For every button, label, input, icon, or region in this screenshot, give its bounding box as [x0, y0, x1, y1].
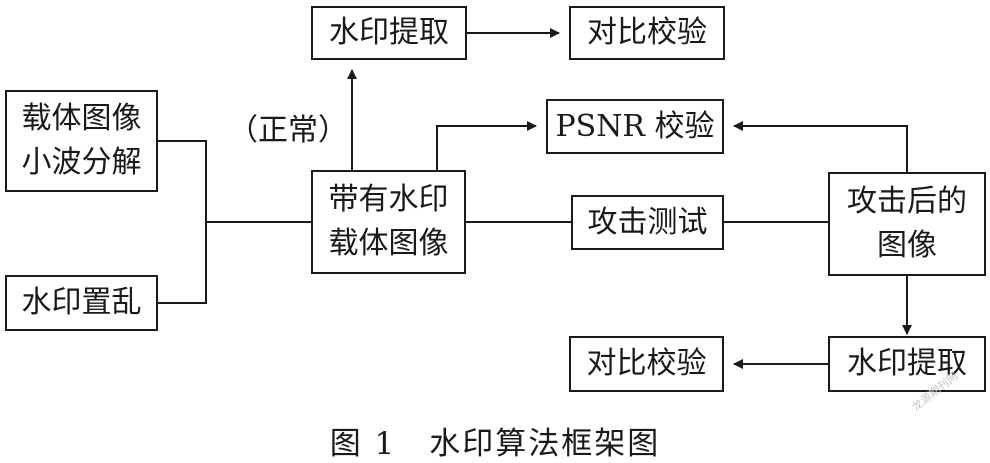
attack-test-box: 攻击测试: [571, 195, 724, 250]
watermarked-carrier-line-2: 载体图像: [328, 226, 449, 261]
watermark-scramble-box: 水印置乱: [5, 275, 158, 331]
carrier-decompose-line-2: 小波分解: [21, 145, 142, 180]
attack-test-label: 攻击测试: [587, 204, 708, 240]
normal-path-label: （正常）: [228, 113, 348, 148]
compare-bottom-label: 对比校验: [586, 346, 707, 381]
carrier-decompose-line-1: 载体图像: [21, 101, 142, 136]
extract-attacked-box: 水印提取: [828, 336, 986, 392]
compare-top-box: 对比校验: [569, 6, 725, 60]
attacked-image-line-2: 图像: [877, 228, 937, 263]
extract-normal-label: 水印提取: [329, 15, 449, 50]
watermarked-carrier-line-1: 带有水印: [328, 182, 449, 217]
attacked-image-line-1: 攻击后的: [847, 184, 967, 219]
carrier-to-merge-line: [158, 140, 207, 304]
watermarked-to-psnr-arrow: [436, 121, 537, 170]
carrier-decompose-box: 载体图像 小波分解: [5, 90, 158, 192]
watermarked-carrier-box: 带有水印 载体图像: [311, 170, 466, 274]
extract-normal-box: 水印提取: [311, 6, 467, 60]
compare-bottom-box: 对比校验: [569, 336, 724, 392]
figure-caption: 图 1 水印算法框架图: [329, 426, 661, 462]
watermark-scramble-label: 水印置乱: [21, 285, 142, 320]
compare-top-label: 对比校验: [587, 15, 707, 50]
psnr-check-label: PSNR 校验: [555, 108, 715, 144]
psnr-check-box: PSNR 校验: [546, 99, 724, 154]
extract-attacked-label: 水印提取: [847, 346, 967, 381]
attacked-image-box: 攻击后的 图像: [828, 172, 986, 276]
attacked-to-psnr-arrow: [733, 121, 908, 172]
